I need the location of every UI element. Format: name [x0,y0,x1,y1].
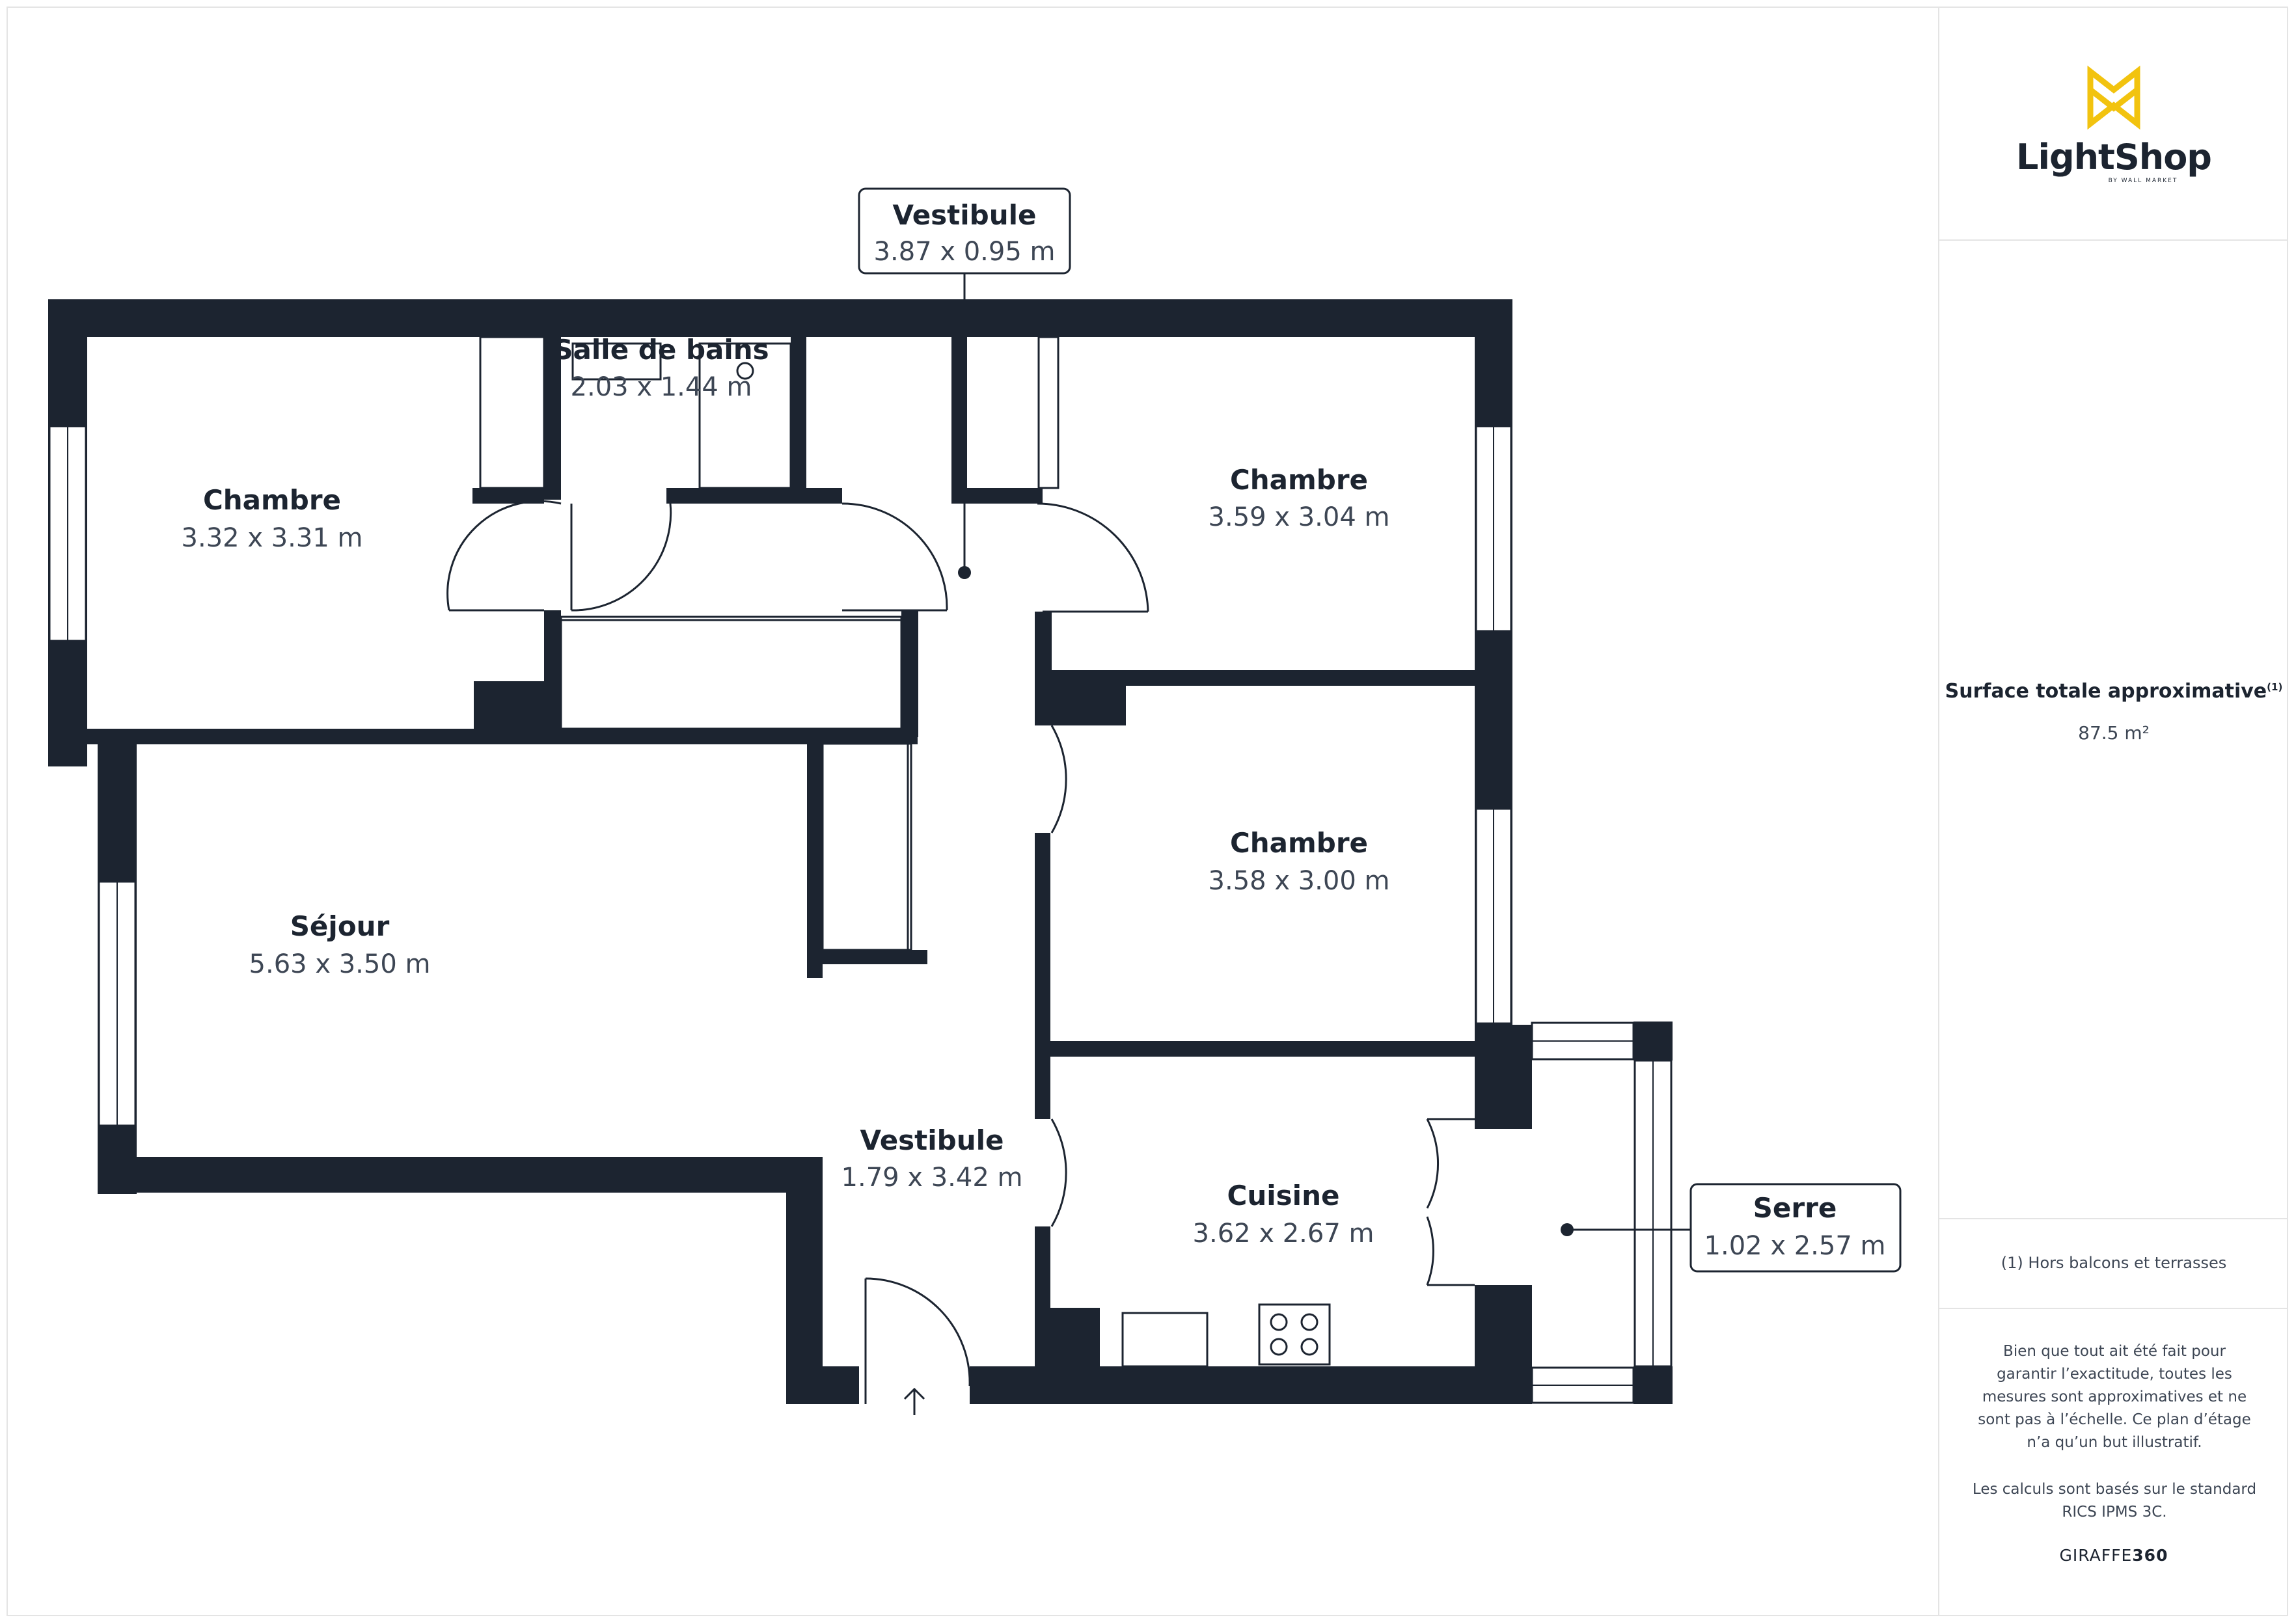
wall [1633,1022,1673,1061]
standard-text: Les calculs sont basés sur le standard R… [1972,1481,2257,1521]
callout-box-serre [1689,1183,1902,1273]
room-name-chambre-3: Chambre [1230,827,1368,859]
wall [1475,1285,1532,1404]
room-dims-sejour: 5.63 x 3.50 m [249,949,431,979]
room-dims-vestibule-top: 3.87 x 0.95 m [874,237,1056,267]
sidebar: LightShop BY WALL MARKET Surface totale … [1938,7,2288,1616]
page-frame [7,7,2288,1616]
room-dims-chambre-1: 3.32 x 3.31 m [182,523,363,553]
room-name-salle-de-bains: Salle de bains [553,334,769,366]
brand-tagline: BY WALL MARKET [2108,178,2178,184]
room-name-chambre-1: Chambre [203,484,341,516]
room-dims-serre: 1.02 x 2.57 m [1704,1231,1886,1261]
room-name-chambre-2: Chambre [1230,464,1368,496]
room-name-vestibule-bottom: Vestibule [860,1124,1004,1156]
wall [951,337,967,504]
brand-logo: LightShop BY WALL MARKET [1939,65,2288,184]
wall [48,299,1512,337]
divider [1939,1308,2288,1309]
wall [786,1366,859,1404]
wall [901,610,918,737]
wall [1633,1366,1673,1404]
room-dims-salle-de-bains: 2.03 x 1.44 m [571,372,752,402]
wall [1035,1308,1100,1373]
callout-box-vestibule [858,187,1071,275]
entrance-arrow-icon [903,1387,925,1415]
wall [807,950,927,964]
wall [1475,1025,1532,1129]
room-name-cuisine: Cuisine [1227,1180,1340,1211]
wall [807,737,823,978]
room-dims-vestibule-bottom: 1.79 x 3.42 m [841,1163,1023,1193]
total-area-label: Surface totale approximative(1) [1945,680,2283,703]
total-area-value: 87.5 m² [2078,722,2150,744]
area-footnote: (1) Hors balcons et terrasses [2001,1254,2227,1272]
room-name-sejour: Séjour [290,910,390,942]
wall [786,1157,823,1404]
wall [1035,833,1050,1119]
room-dims-chambre-2: 3.59 x 3.04 m [1209,502,1390,532]
wall [98,1157,820,1193]
wall [791,337,806,488]
brand-name: LightShop [2016,137,2212,178]
wall [474,681,561,737]
floor-plan: Chambre 3.32 x 3.31 m Salle de bains 2.0… [48,187,1902,1415]
disclaimer-text: Bien que tout ait été fait pour garantir… [1978,1343,2251,1451]
lightshop-logo-icon [2087,65,2140,130]
divider [1939,1218,2288,1219]
room-dims-cuisine: 3.62 x 2.67 m [1193,1219,1374,1249]
divider [1939,239,2288,241]
wall [666,488,842,504]
room-name-serre: Serre [1753,1192,1837,1224]
wall [1035,1041,1475,1057]
wall [1052,670,1475,686]
room-name-vestibule-top: Vestibule [892,199,1036,231]
wall [951,488,1043,504]
provider-mark: GIRAFFE360 [2059,1546,2168,1565]
room-dims-chambre-3: 3.58 x 3.00 m [1209,866,1390,896]
wall [544,337,561,500]
